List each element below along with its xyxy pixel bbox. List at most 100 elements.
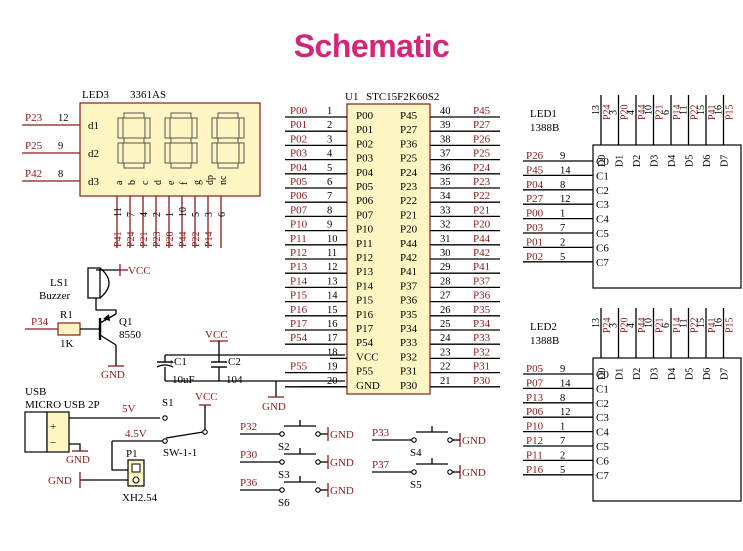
u1-right-num: 24 xyxy=(440,333,451,344)
matrix-top-net: P14 xyxy=(672,104,683,120)
u1-left-net: P04 xyxy=(290,162,308,174)
led3-digit xyxy=(117,112,151,169)
matrix-row-net: P12 xyxy=(526,435,543,447)
key-net-label: P37 xyxy=(372,459,390,471)
key-contact xyxy=(411,469,417,475)
u1-left-num: 5 xyxy=(327,163,332,174)
matrix-row-num: 2 xyxy=(560,237,565,248)
led3-bottom-num: 7 xyxy=(126,212,137,217)
led3-bottom-num: 4 xyxy=(139,212,150,217)
key-contact xyxy=(315,459,321,465)
key-contact xyxy=(315,431,321,437)
led3-pin-label: d1 xyxy=(88,120,99,132)
u1-right-num: 36 xyxy=(440,163,451,174)
matrix-row-label: C7 xyxy=(596,470,609,482)
matrix-row-num: 8 xyxy=(560,180,565,191)
led3-bottom-net: P21 xyxy=(139,231,150,247)
u1-right-net: P24 xyxy=(473,162,491,174)
u1-left-name: P03 xyxy=(356,153,374,165)
matrix-row-num: 2 xyxy=(560,450,565,461)
u1-left-name: GND xyxy=(356,380,380,392)
u1-right-name: P23 xyxy=(400,181,418,193)
u1-left-name: VCC xyxy=(356,351,379,363)
matrix-top-num: 16 xyxy=(714,318,725,328)
led3-segment xyxy=(170,112,192,119)
u1-right-net: P41 xyxy=(473,261,490,273)
matrix-row-net: P07 xyxy=(526,377,544,389)
led3-segment xyxy=(144,142,151,164)
matrix-row-net: P26 xyxy=(526,150,544,162)
u1-right-num: 31 xyxy=(440,234,451,245)
u1-left-name: P06 xyxy=(356,195,374,207)
matrix-row-net: P05 xyxy=(526,363,544,375)
led3-segment xyxy=(191,117,198,139)
matrix-top-net: P24 xyxy=(602,104,613,120)
matrix-top-num: 16 xyxy=(714,105,725,115)
u1-left-num: 7 xyxy=(327,191,332,202)
matrix-row-num: 12 xyxy=(560,407,571,418)
matrix-row-label: C1 xyxy=(596,383,609,395)
u1-right-num: 35 xyxy=(440,177,451,188)
switch-vcc-label: VCC xyxy=(195,391,218,403)
u1-left-net: P10 xyxy=(290,219,308,231)
cap-gnd-label: GND xyxy=(262,401,286,413)
key-contact xyxy=(279,487,285,493)
matrix-row-num: 14 xyxy=(560,378,571,389)
p1-part: XH2.54 xyxy=(122,492,158,504)
u1-left-net: P15 xyxy=(290,290,308,302)
matrix-ref: LED2 xyxy=(530,321,557,333)
matrix-top-net: P15 xyxy=(725,104,736,120)
u1-right-name: P22 xyxy=(400,195,417,207)
matrix-row-label: C3 xyxy=(596,199,609,211)
usb-plus: + xyxy=(50,421,56,433)
u1-right-net: P20 xyxy=(473,219,491,231)
led3-bottom-net: P44 xyxy=(178,231,189,247)
matrix-part: 1388B xyxy=(530,122,559,134)
u1-left-num: 14 xyxy=(327,291,338,302)
matrix-top-net: P22 xyxy=(690,104,701,120)
u1-right-num: 32 xyxy=(440,220,451,231)
u1-right-name: P44 xyxy=(400,238,418,250)
matrix-col-label: D1 xyxy=(615,155,626,167)
led3-digit xyxy=(211,112,245,169)
u1-right-net: P21 xyxy=(473,204,490,216)
led3-segment xyxy=(170,137,192,144)
u1-right-net: P44 xyxy=(473,233,491,245)
r1-body xyxy=(57,322,81,336)
u1-left-name: P12 xyxy=(356,252,373,264)
u1-right-num: 39 xyxy=(440,120,451,131)
u1-left-name: P07 xyxy=(356,209,374,221)
key-net-label: P30 xyxy=(240,449,258,461)
u1-left-name: P01 xyxy=(356,124,373,136)
usb-circuit: USB MICRO USB 2P + − 5V GND S1 VCC 4.5V … xyxy=(24,386,218,504)
led3-digit xyxy=(164,112,198,169)
c1-plus: + xyxy=(168,357,174,369)
u1-left-net: P16 xyxy=(290,304,308,316)
led3-pin-num: 9 xyxy=(58,141,63,152)
u1-left-name: P17 xyxy=(356,323,374,335)
u1-left-num: 15 xyxy=(327,305,338,316)
cap-vcc-label: VCC xyxy=(205,329,228,341)
matrix-row-net: P00 xyxy=(526,208,544,220)
matrix-row-net: P02 xyxy=(526,251,543,263)
u1-left-num: 19 xyxy=(327,362,338,373)
key-net-label: P36 xyxy=(240,477,258,489)
s1-ref: S1 xyxy=(162,397,174,409)
matrix-body xyxy=(592,357,742,502)
ls1-ref: LS1 xyxy=(50,277,68,289)
key-contact xyxy=(279,431,285,437)
u1-right-num: 37 xyxy=(440,149,451,160)
key-ref: S5 xyxy=(410,479,422,491)
u1-left-net: P14 xyxy=(290,275,308,287)
page-title: Schematic xyxy=(293,28,450,64)
matrix-row-net: P45 xyxy=(526,164,544,176)
r1-ref: R1 xyxy=(60,309,73,321)
u1-right-net: P30 xyxy=(473,375,491,387)
matrix-row-num: 1 xyxy=(560,209,565,220)
u1-left-name: P13 xyxy=(356,266,374,278)
